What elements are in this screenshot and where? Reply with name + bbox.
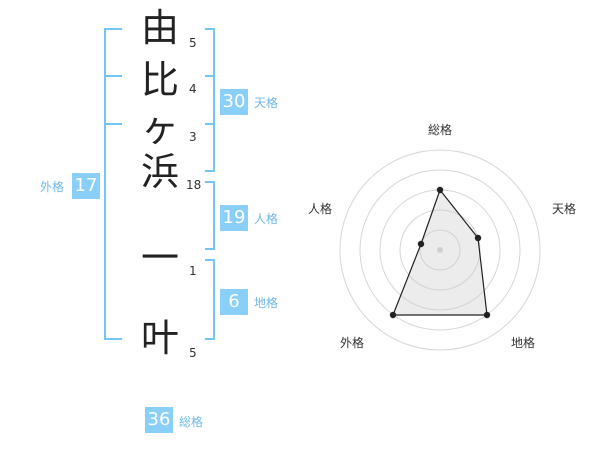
radar-label-top: 総格: [428, 122, 452, 137]
chikaku-value: 6: [220, 289, 248, 315]
soukaku-label: 総格: [179, 415, 204, 429]
radar-label-left: 人格: [308, 201, 332, 216]
name-char-5: 一: [140, 236, 179, 280]
tenkaku-label: 天格: [254, 96, 279, 110]
jinkaku-value: 19: [220, 205, 248, 231]
radar-center-dot: [437, 247, 443, 253]
name-char-2: 比: [140, 58, 179, 102]
stroke-count-3: 3: [189, 130, 197, 144]
name-char-3: ヶ: [140, 106, 179, 150]
stroke-count-4: 18: [186, 178, 202, 192]
soukaku-value: 36: [145, 407, 173, 433]
gaikaku-value: 17: [72, 173, 100, 199]
name-char-4: 浜: [140, 150, 179, 194]
name-char-6: 叶: [140, 316, 179, 360]
jinkaku-label: 人格: [254, 212, 279, 226]
radar-label-bottom-right: 地格: [511, 335, 535, 350]
stroke-count-1: 5: [189, 36, 197, 50]
radar-point-tenkaku: [474, 234, 482, 242]
chikaku-label: 地格: [254, 296, 279, 310]
stroke-count-2: 4: [189, 82, 197, 96]
name-char-1: 由: [140, 6, 179, 50]
stroke-count-5: 1: [189, 264, 197, 278]
radar-point-soukaku: [436, 186, 444, 194]
radar-points: [389, 186, 491, 319]
gaikaku-label: 外格: [40, 180, 65, 194]
radar-point-chikaku: [483, 311, 491, 319]
radar-label-bottom-left: 外格: [340, 335, 364, 350]
radar-label-right: 天格: [552, 201, 576, 216]
radar-point-gaikaku: [389, 311, 397, 319]
tenkaku-value: 30: [220, 89, 248, 115]
radar-point-jinkaku: [417, 240, 425, 248]
stroke-count-6: 5: [189, 346, 197, 360]
